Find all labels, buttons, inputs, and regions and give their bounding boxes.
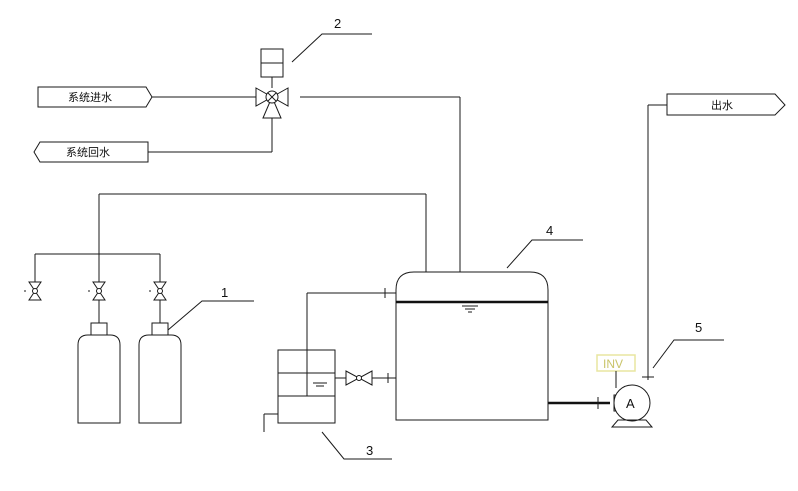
system-return-tag: 系统回水 (33, 141, 149, 163)
gate-valve-3 (153, 281, 167, 301)
valve-port-right (270, 87, 289, 107)
main-tank-body (395, 271, 549, 421)
gate-valve-1 (28, 281, 42, 301)
callout-4-number: 4 (546, 223, 553, 238)
return-tag-label: 系统回水 (66, 146, 110, 159)
callout-1-number: 1 (221, 285, 228, 300)
callout-4-leader (506, 239, 583, 269)
cylinder-valves (24, 281, 167, 301)
inline-valve (345, 370, 373, 386)
callout-3-number: 3 (366, 443, 373, 458)
gas-cylinder-2 (138, 322, 182, 424)
main-tank (395, 271, 549, 421)
valve-port-left (255, 87, 274, 107)
callouts: 1 2 3 4 5 (167, 16, 724, 460)
callout-1-leader (167, 300, 254, 331)
callout-5-leader (652, 339, 724, 369)
callout-5-number: 5 (695, 320, 702, 335)
three-way-valve (255, 48, 289, 119)
pump-base (610, 419, 654, 428)
outlet-tag-shape (666, 93, 786, 116)
cylinder-2-cap (151, 322, 169, 336)
valve-port-bottom (262, 95, 282, 119)
cylinder-2-body (138, 334, 182, 424)
system-supply-tag: 系统进水 (37, 86, 153, 108)
callout-3-leader (321, 431, 392, 460)
return-tag-shape (33, 141, 149, 163)
piping (34, 96, 667, 432)
valve-cross-b (267, 92, 277, 102)
supply-tag-label: 系统进水 (68, 91, 112, 104)
dosing-tank (277, 349, 336, 424)
outlet-tag-label: 出水 (711, 98, 733, 112)
pump-casing (613, 384, 651, 422)
cylinder-1-cap (90, 322, 108, 336)
cylinder-1-body (77, 334, 121, 424)
gas-cylinder-1 (77, 322, 121, 424)
callout-2-number: 2 (334, 16, 341, 31)
outlet-tag: 出水 (666, 93, 786, 116)
inv-label: INV (603, 357, 623, 371)
pump-assembly: INV A (596, 354, 654, 428)
pump-letter: A (626, 396, 635, 411)
callout-2-leader (291, 33, 372, 63)
supply-tag-shape (37, 86, 153, 108)
gate-valve-2 (92, 281, 106, 301)
